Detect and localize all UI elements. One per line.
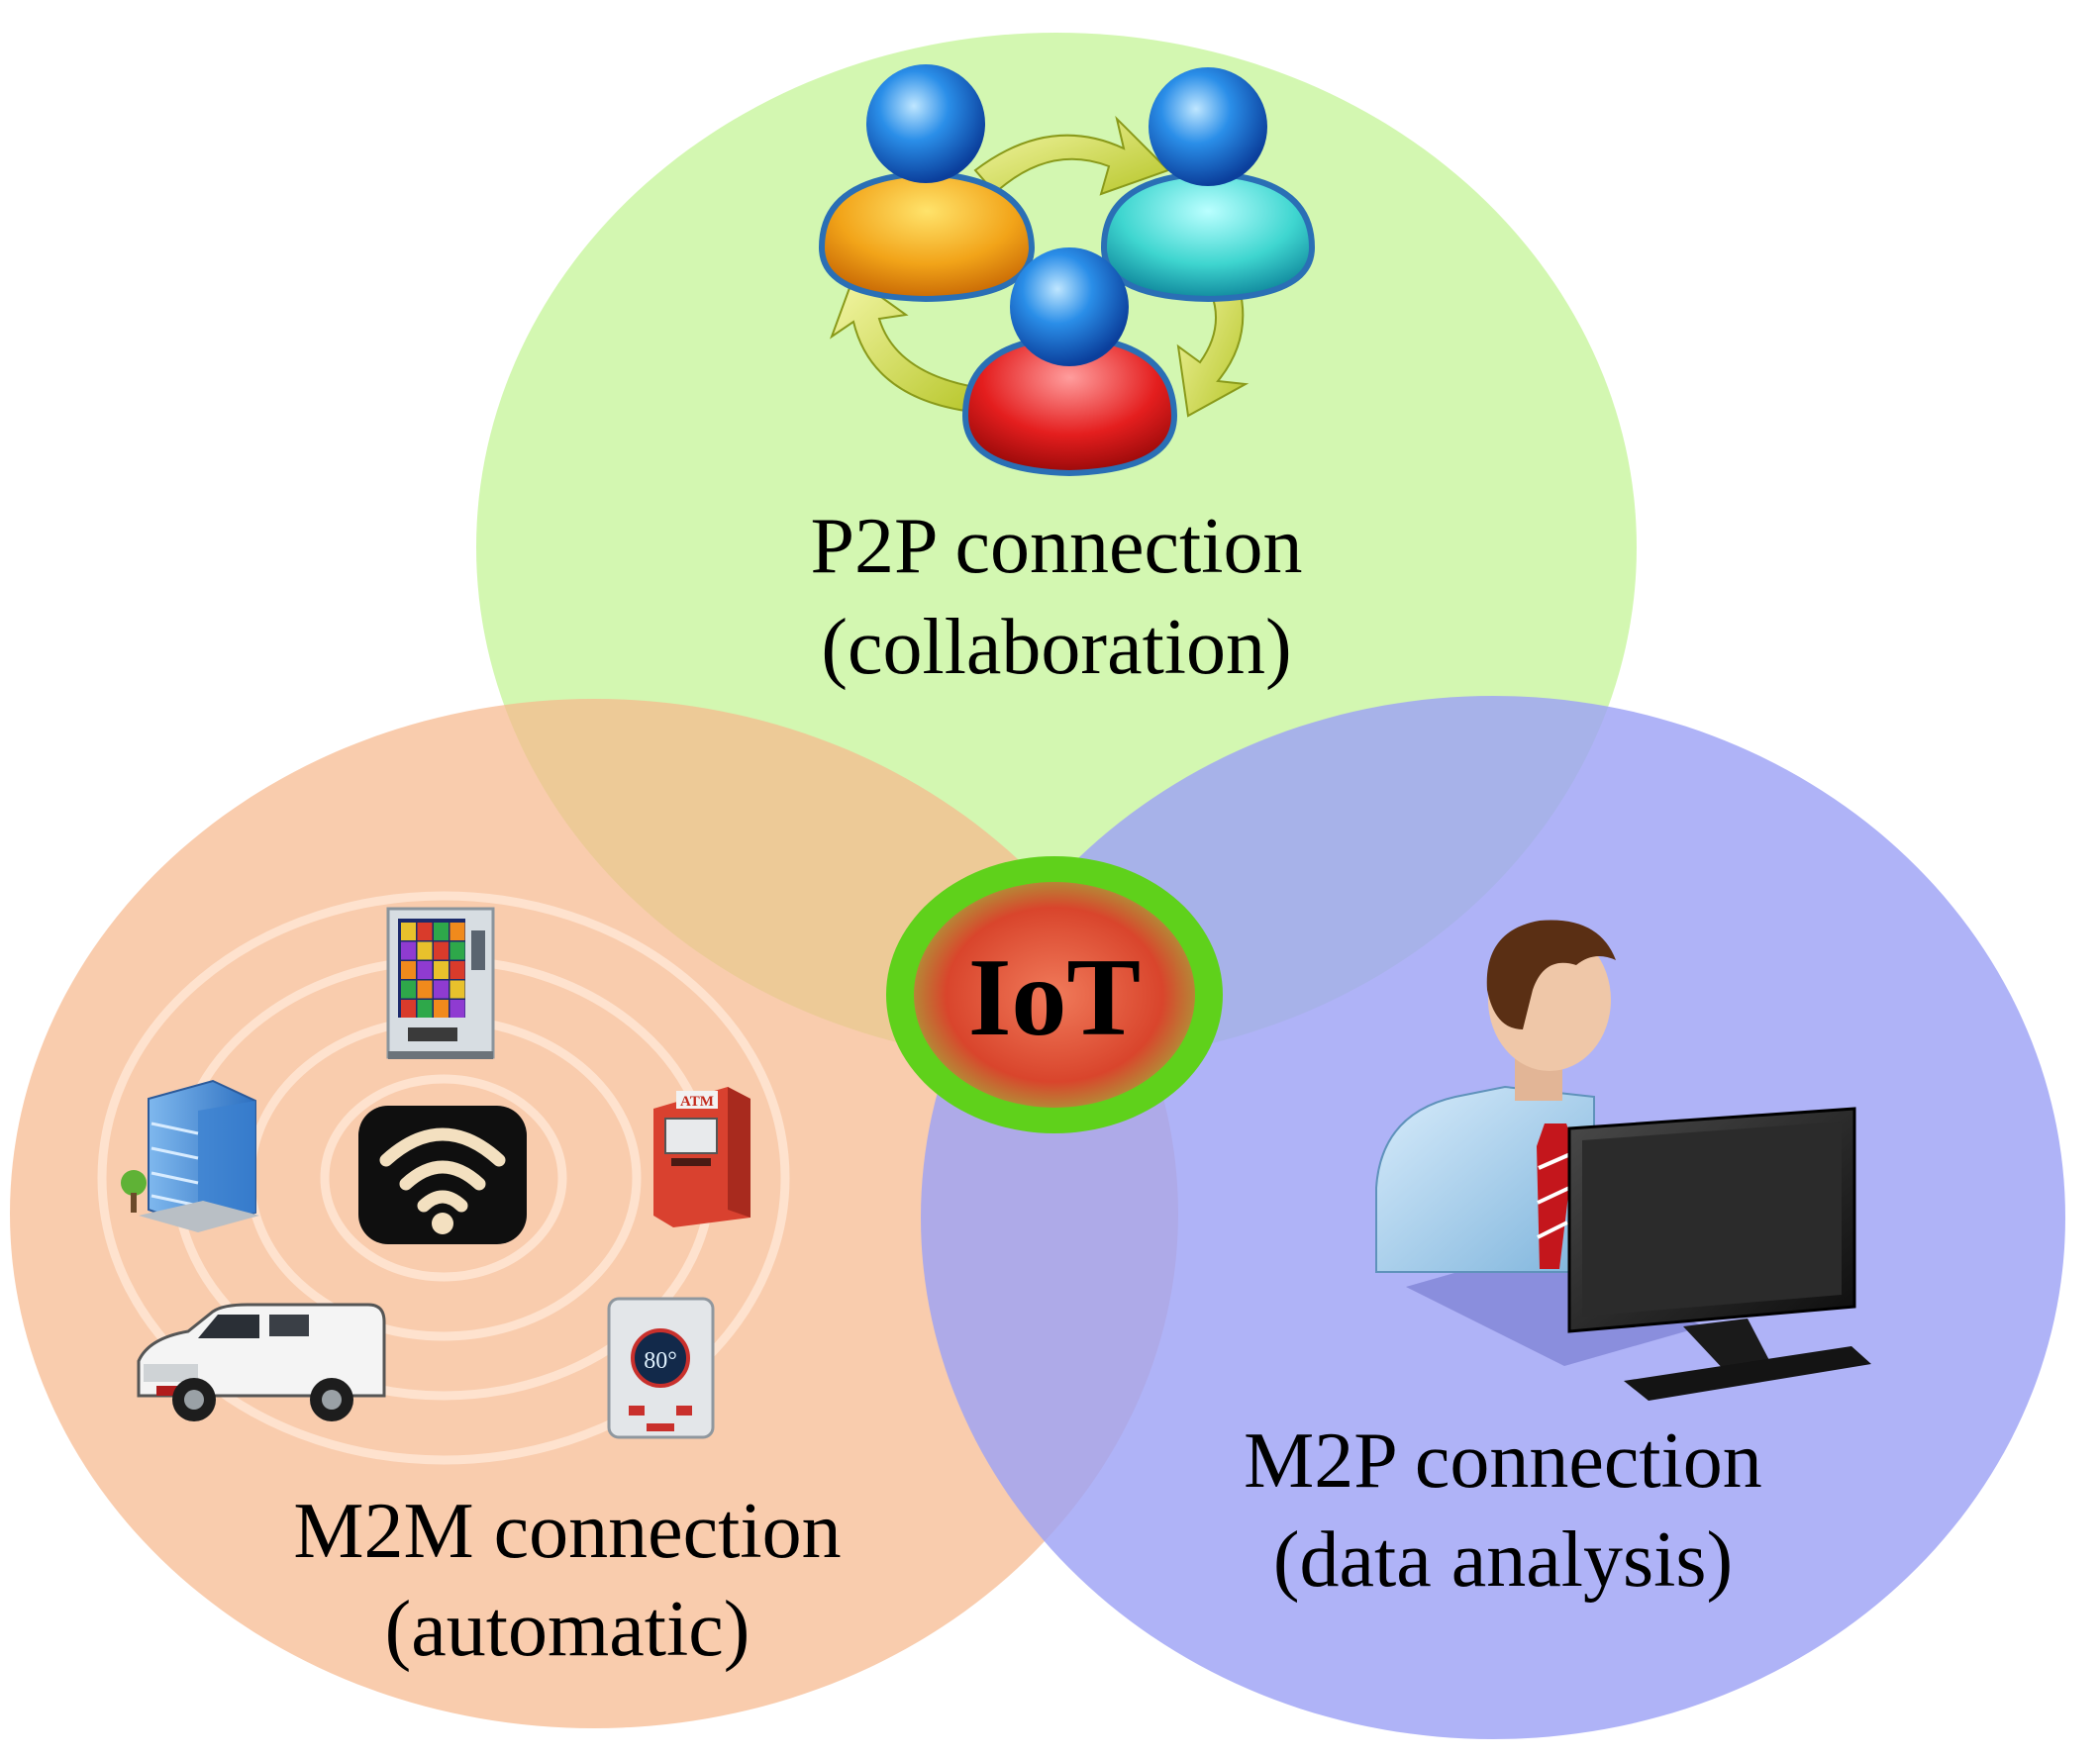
vending-product-cell (401, 961, 416, 979)
vending-product-cell (450, 941, 465, 960)
iot-badge: IoT (886, 856, 1223, 1133)
vending-product-cell (417, 980, 433, 999)
vending-product-cell (434, 961, 449, 979)
p2p-subtitle: (collaboration) (821, 604, 1291, 691)
vending-product-cell (450, 961, 465, 979)
office-building-icon (121, 1079, 259, 1232)
vending-product-cell (417, 923, 433, 940)
atm-sign: ATM (680, 1094, 714, 1110)
vending-product-cell (434, 941, 449, 960)
vending-product-cell (401, 1000, 416, 1018)
vending-product-cell (401, 980, 416, 999)
m2p-title: M2P connection (1244, 1417, 1762, 1505)
water-heater-display: 80° (644, 1348, 677, 1374)
m2m-title: M2M connection (293, 1488, 841, 1575)
water-heater-icon: 80° (607, 1297, 715, 1439)
p2p-title: P2P connection (811, 503, 1303, 590)
vending-product-cell (434, 980, 449, 999)
vending-product-cell (450, 980, 465, 999)
vending-product-cell (450, 1000, 465, 1018)
wifi-icon (358, 1106, 527, 1244)
m2p-subtitle: (data analysis) (1273, 1516, 1733, 1604)
m2m-subtitle: (automatic) (385, 1586, 750, 1673)
delivery-van-icon (137, 1303, 386, 1421)
vending-product-cell (401, 923, 416, 940)
atm-icon: ATM (653, 1087, 750, 1227)
collaborating-people-icon (818, 64, 1316, 477)
vending-product-cell (417, 1000, 433, 1018)
vending-product-cell (434, 1000, 449, 1018)
vending-product-cell (434, 923, 449, 940)
vending-product-cell (401, 941, 416, 960)
person-at-computer-icon (1375, 920, 1871, 1401)
vending-machine-icon (386, 907, 495, 1059)
m2m-circle (10, 699, 1178, 1728)
vending-product-cell (417, 941, 433, 960)
iot-label: IoT (968, 936, 1141, 1059)
vending-product-cell (417, 961, 433, 979)
vending-product-cell (450, 923, 465, 940)
